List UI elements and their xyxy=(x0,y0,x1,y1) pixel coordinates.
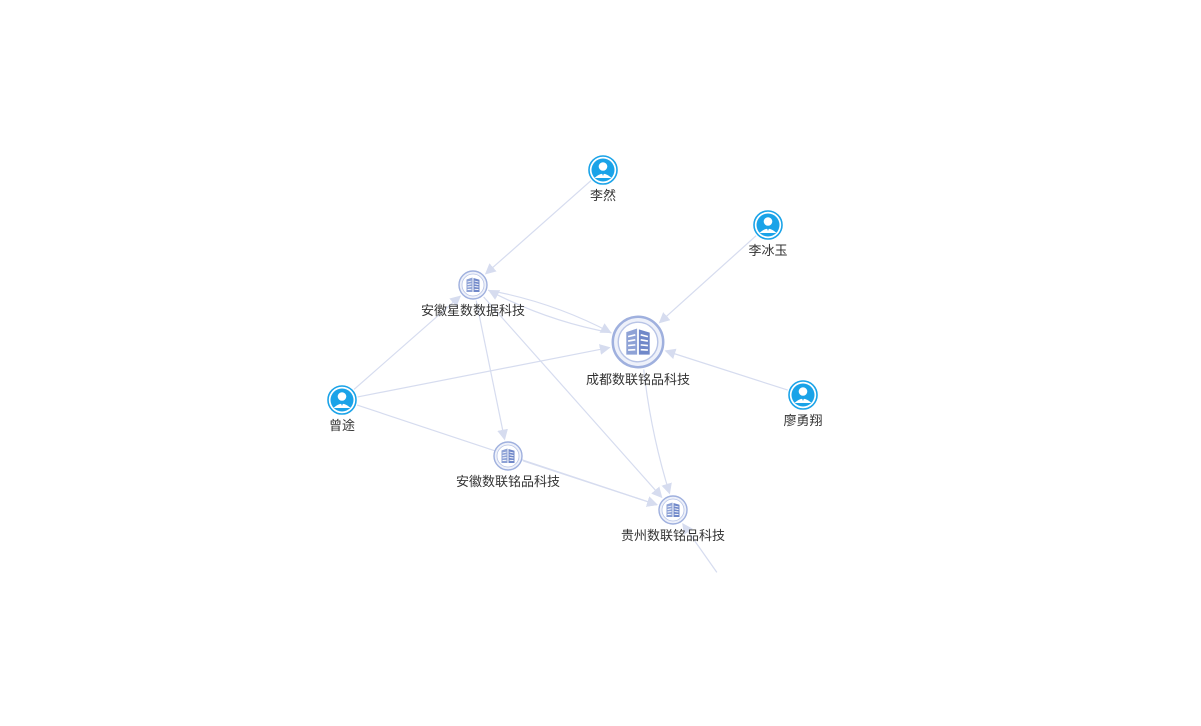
node-label: 安徽星数数据科技 xyxy=(421,304,525,319)
person-node-zengtu[interactable]: 曾途 xyxy=(327,385,357,434)
edge-liaoyongxiang-to-chengdu xyxy=(664,348,788,391)
building-icon xyxy=(611,315,665,369)
edges-layer xyxy=(353,180,788,573)
edge-anhui_xingshu-to-anhui_shulian xyxy=(475,300,508,441)
building-icon xyxy=(493,441,523,471)
person-icon xyxy=(753,210,783,240)
company-node-anhui_shulian[interactable]: 安徽数联铭品科技 xyxy=(456,441,560,490)
building-icon xyxy=(458,270,488,300)
person-icon xyxy=(588,155,618,185)
company-node-anhui_xingshu[interactable]: 安徽星数数据科技 xyxy=(421,270,525,319)
edge-liran-to-anhui_xingshu xyxy=(484,180,592,275)
company-node-chengdu[interactable]: 成都数联铭品科技 xyxy=(586,315,690,388)
edge-libingyu-to-chengdu xyxy=(658,235,757,324)
person-node-liaoyongxiang[interactable]: 廖勇翔 xyxy=(783,380,823,429)
person-node-liran[interactable]: 李然 xyxy=(588,155,618,204)
node-label: 贵州数联铭品科技 xyxy=(621,529,725,544)
node-label: 成都数联铭品科技 xyxy=(586,373,690,388)
node-label: 李冰玉 xyxy=(748,244,787,259)
node-label: 李然 xyxy=(590,188,616,204)
edge-anhui_xingshu-to-guizhou xyxy=(483,296,663,499)
edge-anhui_shulian-to-guizhou xyxy=(523,460,658,507)
building-icon xyxy=(658,495,688,525)
edge-offscreen-to-guizhou xyxy=(682,523,718,573)
person-node-libingyu[interactable]: 李冰玉 xyxy=(748,210,788,259)
node-label: 安徽数联铭品科技 xyxy=(456,475,560,490)
node-label: 廖勇翔 xyxy=(783,413,822,429)
edge-chengdu-to-anhui_xingshu xyxy=(488,290,612,334)
edge-zengtu-to-anhui_xingshu xyxy=(353,295,462,390)
edge-anhui_xingshu-to-chengdu xyxy=(488,289,612,334)
edge-chengdu-to-guizhou xyxy=(643,369,672,495)
edge-zengtu-to-chengdu xyxy=(357,344,611,398)
node-label: 曾途 xyxy=(329,418,355,434)
company-node-guizhou[interactable]: 贵州数联铭品科技 xyxy=(621,495,725,544)
person-icon xyxy=(788,380,818,410)
person-icon xyxy=(327,385,357,415)
